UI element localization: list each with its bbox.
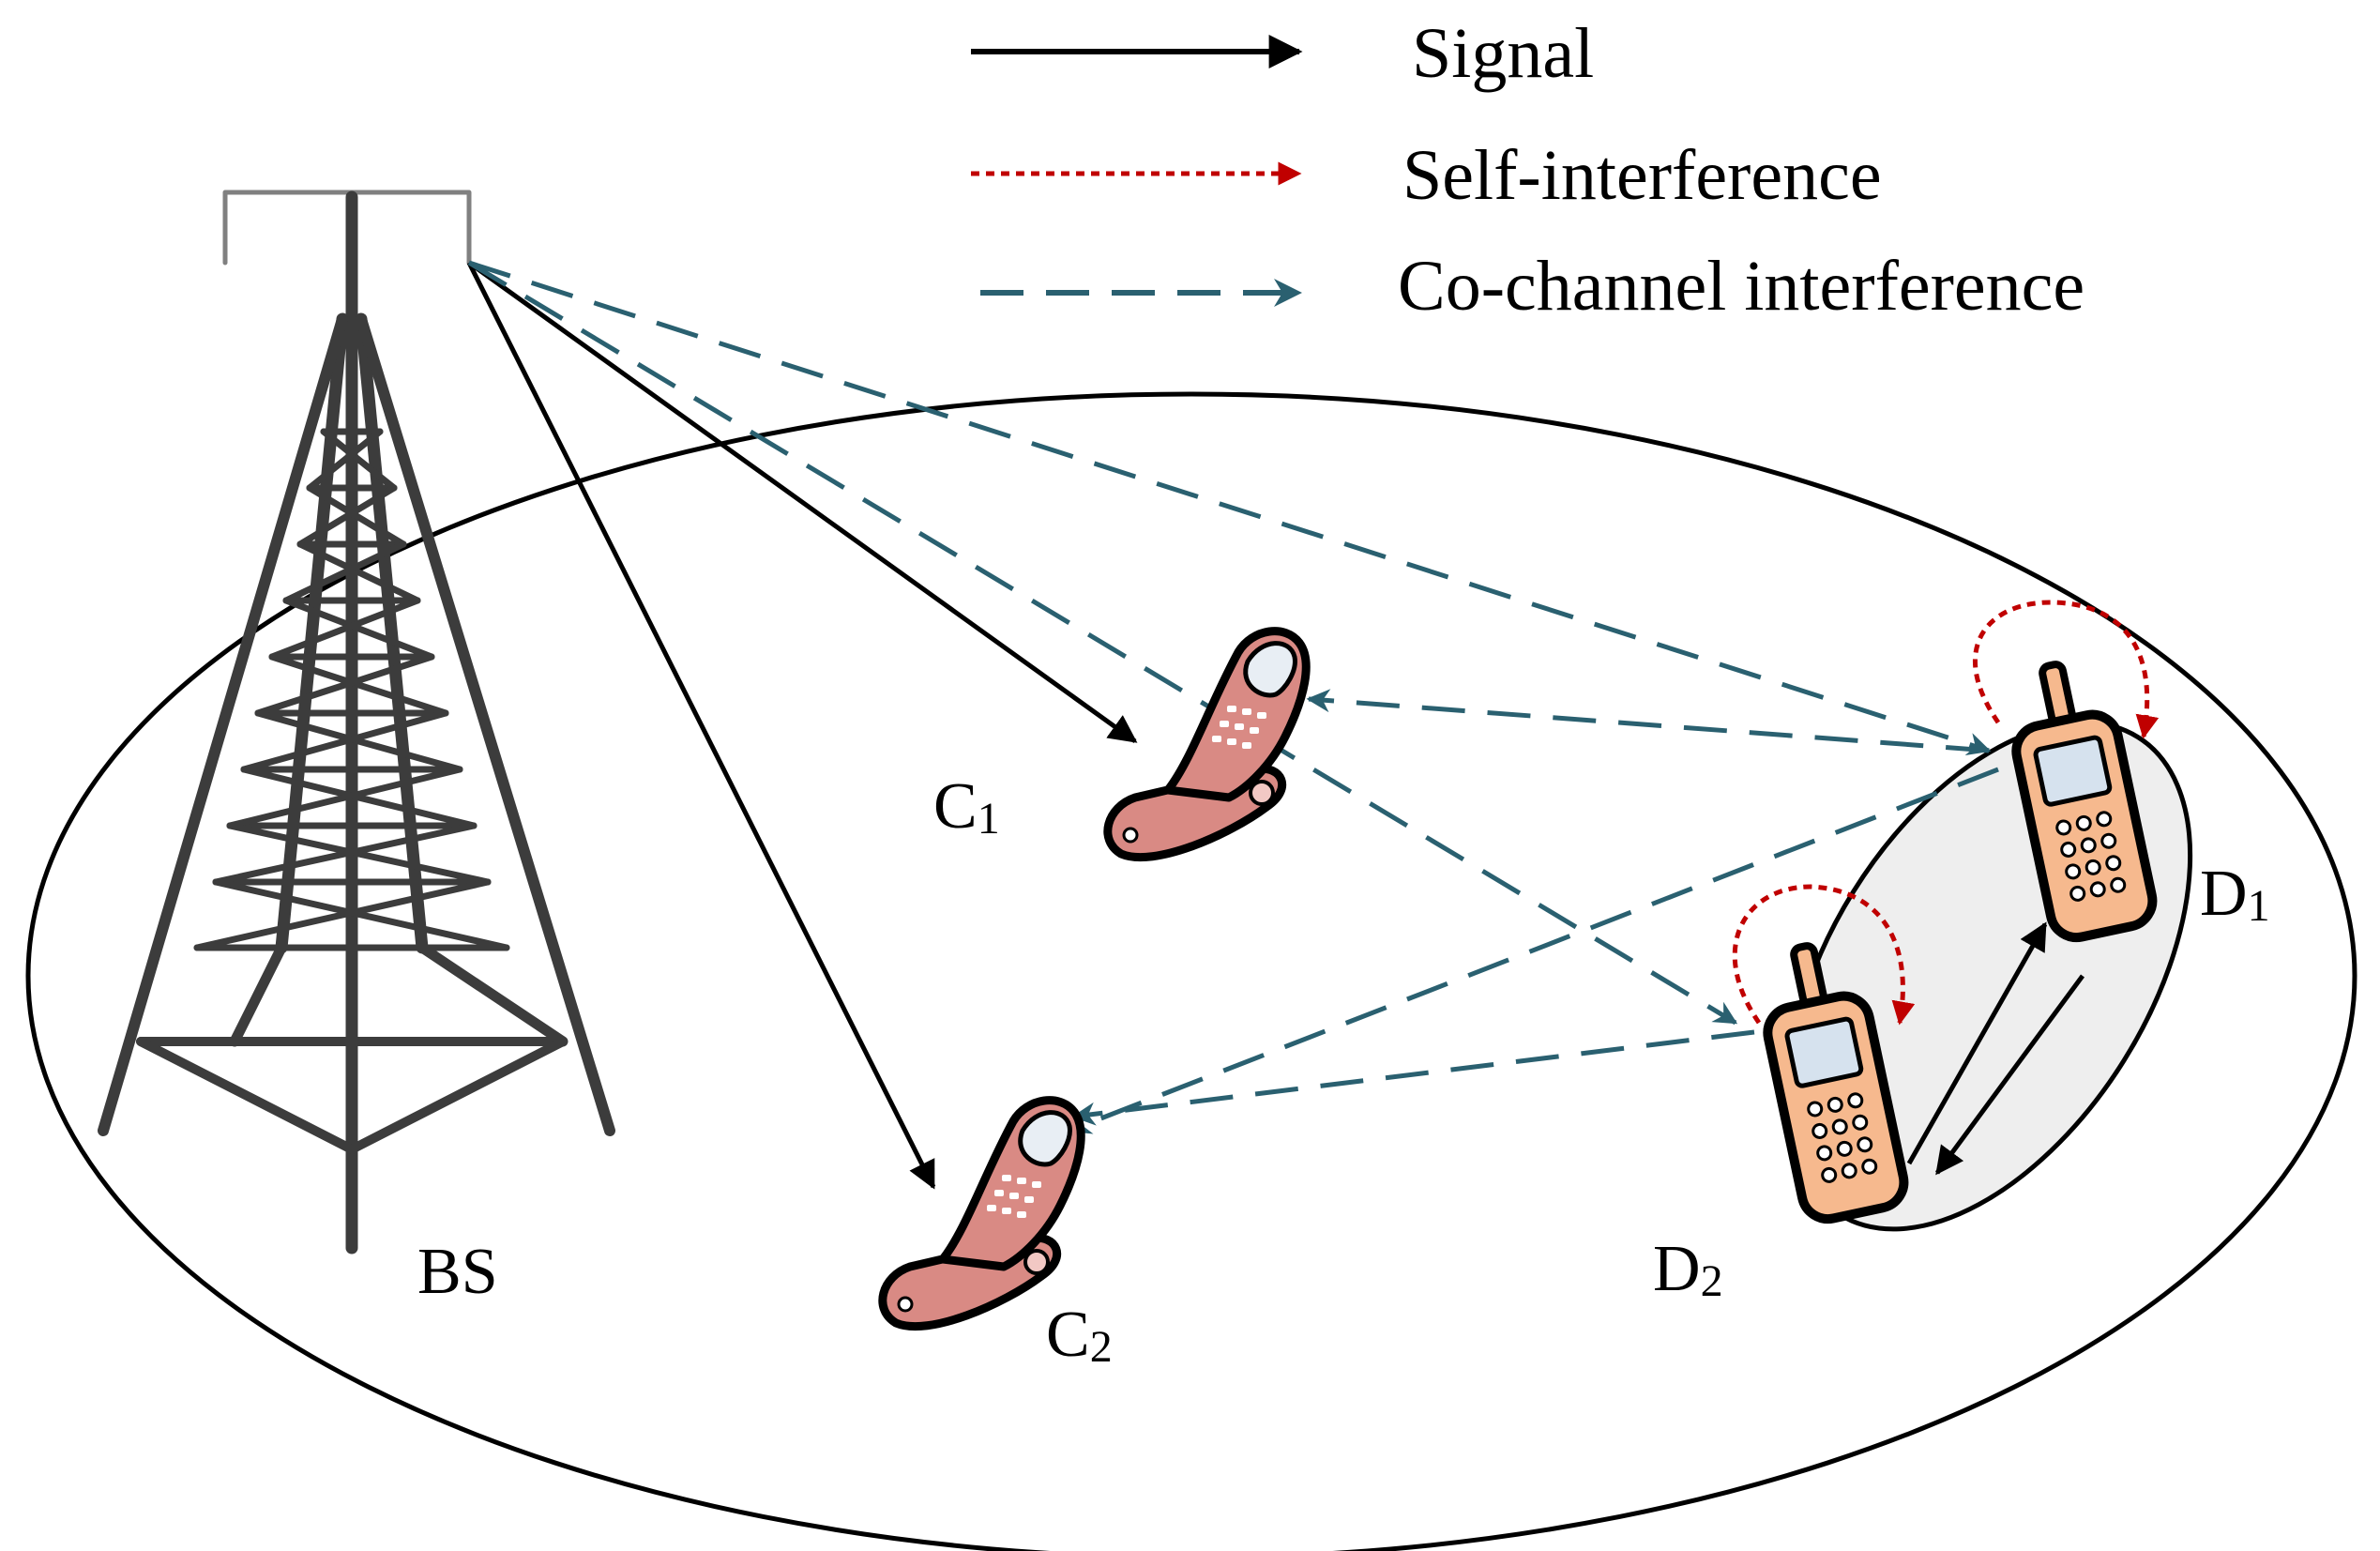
- d2-label: D2: [1653, 1233, 1723, 1306]
- interference-d1-to-c2: [1067, 767, 1999, 1134]
- legend-signal-label: Signal: [1412, 14, 1594, 93]
- signal-d2-to-d1: [1906, 921, 2048, 1165]
- legend: Signal Self-interference Co-channel inte…: [971, 14, 2084, 326]
- signal-links: [466, 260, 2085, 1190]
- cell-coverage-ellipse: [25, 391, 2357, 1551]
- self-interference-d1: [1972, 600, 2160, 739]
- interference-bs-to-d1: [468, 260, 1992, 756]
- co-channel-interference-links: [467, 260, 1999, 1134]
- base-station-tower-icon: [98, 190, 615, 1254]
- self-interference-d2: [1732, 884, 1916, 1026]
- signal-bs-to-c2: [466, 261, 936, 1190]
- d1-label: D1: [2200, 858, 2270, 931]
- bs-label: BS: [417, 1236, 498, 1308]
- signal-d1-to-d2: [1934, 974, 2085, 1176]
- interference-d2-to-c2: [1071, 1029, 1755, 1126]
- self-interference-loops: [1732, 600, 2160, 1026]
- interference-d1-c1: [1306, 689, 1990, 753]
- interference-bs-to-d2: [467, 260, 1738, 1026]
- legend-co-channel-label: Co-channel interference: [1398, 247, 2084, 326]
- signal-bs-to-c1: [467, 260, 1138, 744]
- legend-self-interference-label: Self-interference: [1402, 136, 1882, 215]
- c2-label: C2: [1046, 1299, 1113, 1372]
- c1-label: C1: [933, 770, 1000, 844]
